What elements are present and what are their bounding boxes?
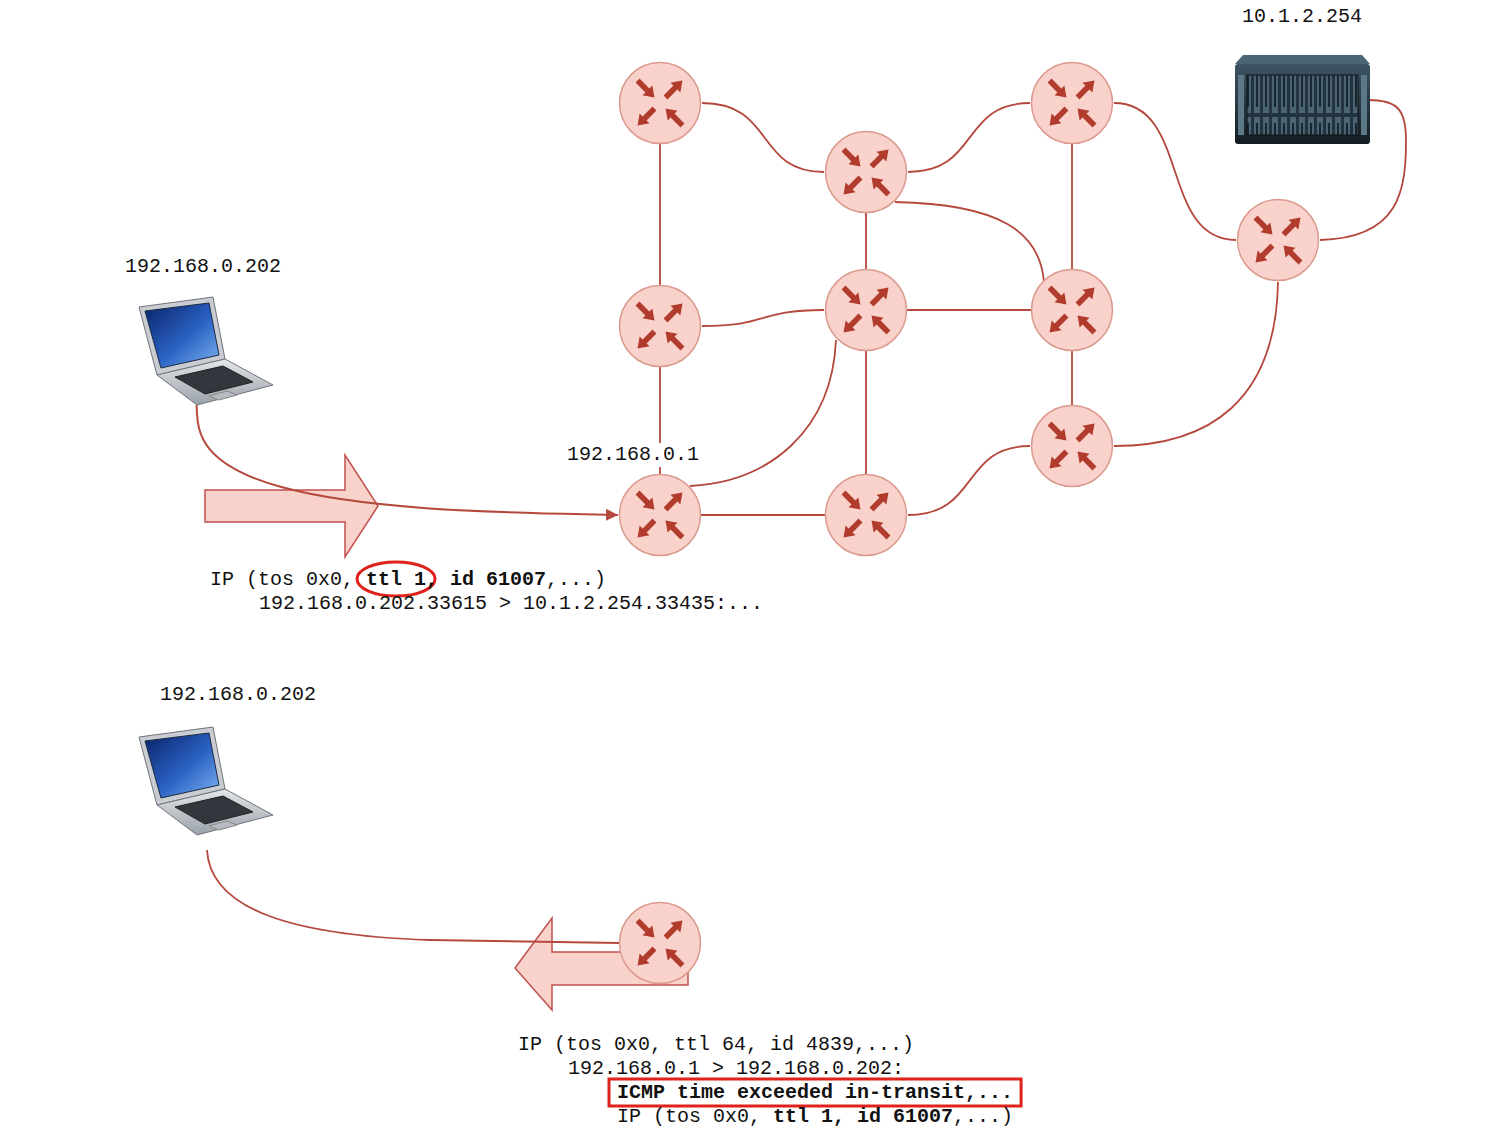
router-symbol [1032,63,1113,144]
packet-text: ,...) [953,1105,1013,1129]
ip-address-label: 10.1.2.254 [1240,5,1364,29]
router-link [702,310,824,326]
router-link [1114,282,1278,446]
router-link [690,340,836,486]
server-part [1235,55,1370,64]
laptop-part [157,789,273,835]
node-shape [1235,55,1370,147]
packet-text: IP (tos 0x0, ttl 64, id 4839,...) [518,1033,914,1057]
router-symbol [620,475,701,556]
laptop-part [145,733,219,798]
packet-text: IP (tos 0x0, [617,1105,761,1129]
packet-text: 192.168.0.202.33615 > 10.1.2.254.33435:.… [259,592,763,616]
node-shape [135,725,275,837]
laptop-part [175,366,253,394]
highlight-box [609,1079,1021,1106]
router-link [1114,103,1236,240]
laptop-part [209,391,237,400]
laptop-part [209,821,237,830]
router-symbol [1032,270,1113,351]
server-part [1361,75,1367,135]
highlight-mark [357,562,1021,1106]
direction-arrow [205,455,378,557]
packet-text: ICMP time exceeded in-transit,... [617,1081,1013,1105]
node-shape [135,295,275,407]
laptop-part [175,796,253,824]
laptop-part [145,303,219,368]
router-symbol [826,132,907,213]
node-shape [618,473,702,557]
packet-text: IP (tos 0x0, [210,568,354,592]
router-link [895,202,1044,282]
laptop-part [157,359,273,405]
packet-text: ttl 1, id 61007 [366,568,546,592]
direction-arrow [205,455,688,1010]
router-link [908,103,1030,172]
laptop-icon: 192.168.0.202 [135,725,275,837]
packet-path [197,405,618,515]
ip-address-label: 192.168.0.1 [565,443,701,467]
packet-text: ttl 1, id 61007 [773,1105,953,1129]
server-part [1238,75,1244,135]
router-link [908,446,1030,515]
router-symbol [826,270,907,351]
server-part [1235,64,1370,144]
router-link [702,103,824,172]
router-link [207,850,620,943]
router-symbol [620,903,701,984]
ip-address-label: 192.168.0.202 [123,255,283,279]
router-symbol [1238,200,1319,281]
router-node: 192.168.0.1 [618,473,702,557]
ip-address-label: 192.168.0.202 [158,683,318,707]
router-symbol [620,63,701,144]
server-part [1247,75,1358,135]
router-symbol [1032,406,1113,487]
router-symbol [620,63,1319,984]
server-icon: 10.1.2.254 [1235,55,1370,147]
router-link [207,100,1406,943]
packet-text: ,...) [546,568,606,592]
packet-text: 192.168.0.1 > 192.168.0.202: [568,1057,904,1081]
router-symbol [826,475,907,556]
router-symbol [620,286,701,367]
laptop-icon: 192.168.0.202 [135,295,275,407]
